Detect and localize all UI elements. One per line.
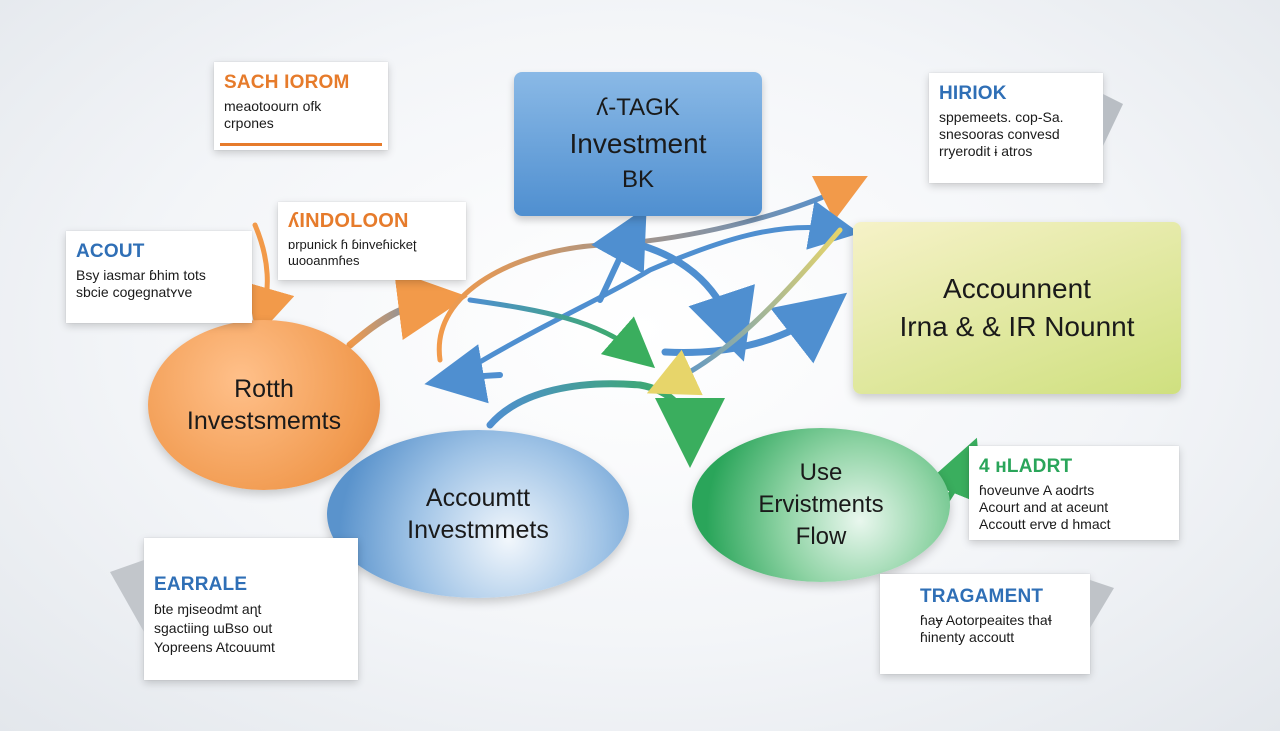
card-earrale-line-2: sgactiing ɯBso out [154, 620, 273, 636]
roth-line-1: Rotth [234, 375, 294, 403]
account-investments-node[interactable]: Accoumtt Investmmets [327, 430, 629, 598]
card-sach-line-1: meaotoourn ofk [224, 98, 322, 114]
card-indoloon-line-1: ɒrpunick ɦ ɓinveɦickeʈ [288, 237, 417, 252]
investment-box-line-1: ʎ-TAGK [596, 94, 680, 121]
card-acout-line-2: sbcie cogegnatʏve [76, 284, 193, 300]
card-earrale-line-1: ɓte ɱiseodmt aɳt [154, 601, 262, 617]
card-hiriok-line-1: sppemeets. cop-Sa. [939, 109, 1064, 125]
card-indoloon[interactable]: ʎINDOLOON ɒrpunick ɦ ɓinveɦickeʈ ɯooanmɦ… [278, 202, 466, 280]
card-tragament-line-2: ɦinenty accoutt [920, 629, 1015, 645]
card-earrale-title: EARRALE [154, 574, 248, 595]
connector-roth-to-indoloon [346, 270, 468, 349]
account-box[interactable]: Accounnent Irna & & IR Nounnt [853, 222, 1181, 394]
card-earrale-fold [110, 560, 144, 632]
card-earrale[interactable]: EARRALE ɓte ɱiseodmt aɳt sgactiing ɯBso … [144, 538, 358, 680]
card-indoloon-line-2: ɯooanmɦes [288, 253, 360, 268]
use-line-3: Flow [795, 523, 847, 550]
roth-investments-node[interactable]: Rotth Investsmemts [148, 320, 380, 490]
card-tragament-title: TRAGAMENT [920, 586, 1044, 607]
card-hadrt-line-1: ɦoveunve A aodrts [979, 482, 1095, 498]
connector-investment-down [636, 241, 755, 362]
card-hadrt-title: 4 ʜLADRT [979, 456, 1073, 477]
card-hiriok[interactable]: HIRIOK sppemeets. cop-Sa. snesooras conv… [929, 73, 1103, 183]
connector-acout-to-roth [246, 222, 295, 338]
card-acout[interactable]: ACOUT Bsy iasmar ɓhim tots sbcie cogegna… [66, 231, 252, 323]
card-tragament[interactable]: TRAGAMENT ɦaɏ Aotorpeaites thaɬ ɦinenty … [880, 574, 1090, 674]
account-investments-line-2: Investmmets [407, 516, 549, 544]
account-investments-line-1: Accoumtt [425, 484, 531, 512]
card-hadrt-line-3: Accoutt ervɐ d hmact [979, 516, 1111, 532]
card-indoloon-title: ʎINDOLOON [288, 210, 409, 232]
card-hadrt-line-2: Acourt and at aceunt [979, 499, 1109, 515]
card-acout-title: ACOUT [76, 241, 145, 262]
use-line-2: Ervistments [758, 491, 884, 518]
account-box-line-2: Irna & & IR Nounnt [899, 311, 1135, 342]
investment-box[interactable]: ʎ-TAGK Investment BK [514, 72, 762, 216]
card-hadrt[interactable]: 4 ʜLADRT ɦoveunve A aodrts Acourt and at… [969, 446, 1179, 540]
card-acout-line-1: Bsy iasmar ɓhim tots [76, 267, 206, 283]
roth-line-2: Investsmemts [186, 407, 342, 435]
card-tragament-line-1: ɦaɏ Aotorpeaites thaɬ [920, 612, 1052, 628]
card-hiriok-title: HIRIOK [939, 83, 1007, 104]
card-sach-title: SACH IOROM [224, 72, 350, 93]
use-investments-flow-node[interactable]: Use Ervistments Flow [692, 428, 950, 582]
card-sach-accent [220, 143, 382, 146]
connector-account-ellipse-up [486, 380, 725, 468]
connector-left-arrow [424, 344, 503, 404]
connector-yellow-return [646, 227, 843, 396]
connector-cross-green [467, 297, 656, 369]
investment-box-line-3: BK [621, 166, 654, 193]
card-hiriok-fold [1103, 94, 1123, 146]
use-line-1: Use [799, 459, 843, 486]
investment-box-line-2: Investment [569, 128, 707, 159]
card-hiriok-line-3: rryerodit ɨ atros [939, 143, 1033, 159]
card-hiriok-line-2: snesooras convesd [939, 126, 1060, 142]
connector-cross-blue [447, 200, 860, 383]
card-earrale-line-3: Yopreens Atcouumt [154, 639, 275, 655]
card-tragament-fold [1090, 580, 1114, 628]
card-sach-line-2: crpones [224, 115, 274, 131]
account-box-line-1: Accounnent [943, 273, 1091, 304]
card-sach[interactable]: SACH IOROM meaotoourn ofk crpones [214, 62, 388, 150]
